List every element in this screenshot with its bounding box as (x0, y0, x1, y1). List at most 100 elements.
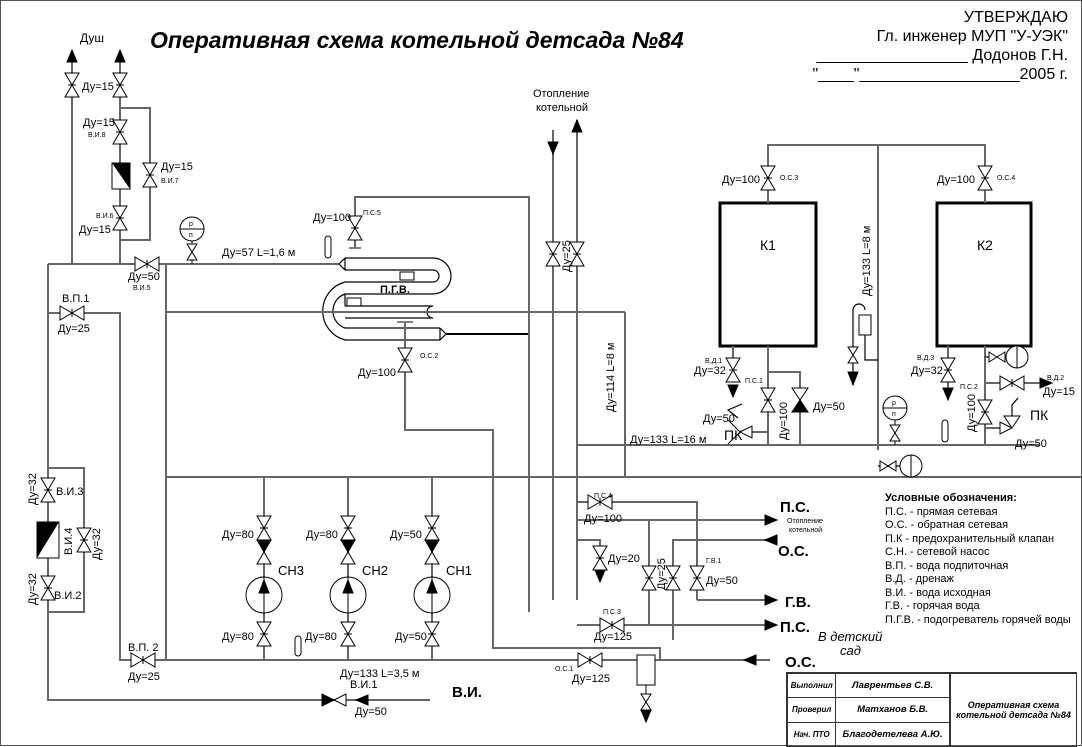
approval-position: Гл. инженер МУП "У-УЭК" (876, 28, 1068, 45)
valve-heating-supply[interactable] (545, 241, 561, 267)
valve-os3[interactable] (760, 165, 776, 191)
water-meter-bottom-fill (37, 522, 59, 558)
valve-vp2[interactable] (130, 652, 156, 668)
valve-gv1[interactable] (689, 565, 705, 591)
label-du: Ду=15 (82, 81, 114, 93)
valve-bypass-2[interactable] (665, 565, 681, 591)
legend-item: П.Г.В. - подогреватель горячей воды (885, 613, 1071, 626)
label-ps1: П.С.1 (745, 378, 763, 385)
label-du: Ду=125 (594, 631, 632, 643)
water-meter-top-fill (112, 163, 130, 189)
valve-vp1[interactable] (59, 305, 85, 321)
valve-vi7[interactable] (142, 162, 158, 188)
valve-vi3[interactable] (40, 477, 56, 503)
pump-cn1[interactable] (413, 515, 451, 647)
label-du: Ду=50 (706, 575, 738, 587)
label-ps3: П.С.3 (603, 609, 621, 616)
label-vi6: В.И.6 (96, 213, 114, 220)
pump-cn2[interactable] (329, 515, 367, 647)
label-heating-boiler: Отопление (533, 88, 589, 100)
valve-ps3[interactable] (599, 617, 625, 633)
label-vi5: В.И.5 (133, 285, 151, 292)
label-du: Ду=15 (161, 161, 193, 173)
safety-valve-pk2[interactable] (999, 397, 1021, 435)
pump-cn3[interactable] (245, 515, 283, 647)
valve-vi4[interactable] (76, 527, 92, 553)
label-du: Ду=80 (222, 529, 254, 541)
label-vi8: В.И.8 (88, 132, 106, 139)
valve-drain[interactable] (592, 545, 608, 571)
label-du: Ду=25 (561, 240, 573, 272)
valve-bypass-1[interactable] (641, 565, 657, 591)
label-du: Ду=15 (79, 224, 111, 236)
label-vi1: В.И.1 (350, 679, 377, 691)
label-du: Ду=100 (584, 513, 622, 525)
label-os2: О.С.2 (420, 353, 438, 360)
label-du: Ду=50 (128, 271, 160, 283)
safety-valve-pk1[interactable] (726, 403, 753, 445)
boiler-k1-bottom-piping (725, 346, 809, 445)
valve-vi2[interactable] (40, 575, 56, 601)
valve-vi1[interactable] (321, 693, 347, 707)
label-ps-out: П.С. (780, 499, 810, 516)
pipe-label-133-16: Ду=133 L=16 м (630, 434, 706, 446)
title-block: Выполнил Лаврентьев С.В. Оперативная схе… (786, 672, 1077, 747)
gauge-label: п (892, 411, 896, 418)
label-du: Ду=50 (355, 706, 387, 718)
label-source-water-inlet: В.И. (452, 684, 482, 701)
label-k2: К2 (977, 237, 993, 253)
label-os1: О.С.1 (555, 666, 573, 673)
label-vi3: В.И.3 (56, 486, 83, 498)
label-os3: О.С.3 (780, 175, 798, 182)
label-kindergarten: В детский (818, 629, 882, 644)
shower-supply-lines (64, 48, 158, 264)
pipe-label-114: Ду=114 L=8 м (605, 343, 617, 413)
valve-shower-right[interactable] (112, 72, 128, 98)
valve-ps2[interactable] (977, 399, 993, 425)
check-valve-k1[interactable] (791, 387, 809, 413)
pressure-gauge-k2 (1005, 345, 1029, 369)
valve-os4[interactable] (977, 165, 993, 191)
label-du: Ду=32 (27, 573, 39, 605)
valve-vd2[interactable] (999, 375, 1025, 391)
label-du: Ду=80 (306, 529, 338, 541)
label-vi7: В.И.7 (161, 178, 179, 185)
label-heating-small: котельной (789, 526, 822, 534)
label-du: Ду=32 (91, 528, 103, 560)
legend-item: С.Н. - сетевой насос (885, 546, 990, 558)
approval-date: "____"__________________2005 г. (812, 66, 1069, 83)
label-du: Ду=32 (694, 365, 726, 377)
arrow-up-icon (66, 48, 78, 63)
boiler-k2-bottom-piping (940, 345, 1054, 445)
legend-item: П.К - предохранительный клапан (885, 532, 1055, 545)
valve-vi8[interactable] (112, 119, 128, 145)
label-du: Ду=100 (966, 394, 978, 432)
valve-vi6[interactable] (112, 205, 128, 231)
pressure-gauge-header (882, 395, 949, 445)
diagram-title: Оперативная схема котельной детсада №84 (150, 27, 684, 53)
label-k1: К1 (760, 237, 776, 253)
label-du: Ду=50 (703, 413, 735, 425)
valve-vi5[interactable] (134, 256, 160, 272)
stamp-signature (948, 721, 952, 747)
arrow-up-icon (571, 118, 583, 133)
label-du: Ду=80 (222, 631, 254, 643)
valve-os2[interactable] (397, 347, 413, 373)
approval-heading: УТВЕРЖДАЮ (963, 9, 1068, 26)
valve-shower-left[interactable] (64, 72, 80, 98)
stamp-role: Нач. ПТО (786, 721, 837, 747)
label-du: Ду=100 (313, 212, 351, 224)
boiler-k2 (878, 144, 1033, 348)
arrow-left-icon (763, 534, 778, 546)
valve-os1[interactable] (577, 652, 603, 668)
arrow-left-icon (354, 694, 369, 706)
valve-vd3[interactable] (940, 357, 956, 383)
stamp-name: Лаврентьев С.В. (835, 672, 950, 699)
valve-ps1[interactable] (760, 387, 776, 413)
valve-vd1[interactable] (725, 357, 741, 383)
label-pk1: ПК (724, 427, 743, 443)
label-vi2: В.И.2 (54, 590, 81, 602)
legend-item: В.И. - вода исходная (885, 586, 991, 599)
mud-trap (636, 654, 656, 686)
stamp-signature (948, 697, 952, 723)
